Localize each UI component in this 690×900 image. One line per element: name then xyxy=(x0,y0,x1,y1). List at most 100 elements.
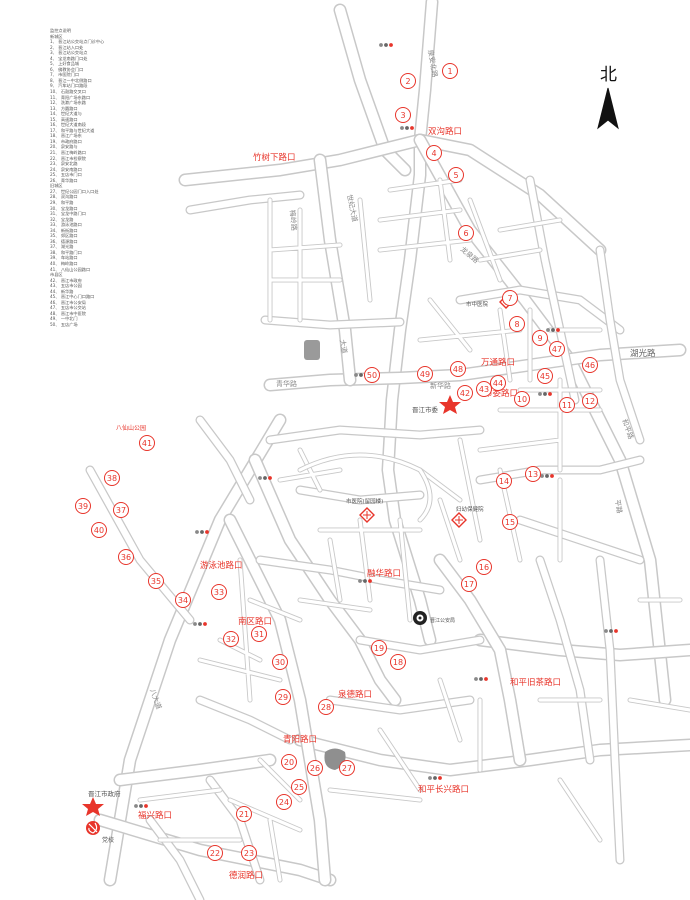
label-nanqu: 南区路口 xyxy=(238,616,272,627)
marker-40[interactable]: 40 xyxy=(91,522,107,538)
marker-circle xyxy=(496,473,512,489)
marker-36[interactable]: 36 xyxy=(118,549,134,565)
marker-18[interactable]: 18 xyxy=(390,654,406,670)
marker-42[interactable]: 42 xyxy=(457,385,473,401)
marker-2[interactable]: 2 xyxy=(400,73,416,89)
marker-22[interactable]: 22 xyxy=(207,845,223,861)
marker-1[interactable]: 1 xyxy=(442,63,458,79)
marker-27[interactable]: 27 xyxy=(339,760,355,776)
marker-21[interactable]: 21 xyxy=(236,806,252,822)
marker-34[interactable]: 34 xyxy=(175,592,191,608)
marker-number: 32 xyxy=(226,635,236,644)
marker-16[interactable]: 16 xyxy=(476,559,492,575)
intersection-labels: 竹树下路口 双沟路口 万通路口 市委路口 湖光路 游泳池路口 南区路口 融华路口… xyxy=(116,126,656,881)
marker-number: 26 xyxy=(310,764,320,773)
marker-number: 48 xyxy=(453,365,463,374)
marker-number: 46 xyxy=(585,361,595,370)
marker-19[interactable]: 19 xyxy=(371,640,387,656)
marker-number: 28 xyxy=(321,703,331,712)
marker-11[interactable]: 11 xyxy=(559,397,575,413)
marker-48[interactable]: 48 xyxy=(450,361,466,377)
marker-38[interactable]: 38 xyxy=(104,470,120,486)
marker-32[interactable]: 32 xyxy=(223,631,239,647)
label-derun: 德润路口 xyxy=(229,870,263,881)
marker-35[interactable]: 35 xyxy=(148,573,164,589)
marker-49[interactable]: 49 xyxy=(417,366,433,382)
marker-25[interactable]: 25 xyxy=(291,779,307,795)
marker-39[interactable]: 39 xyxy=(75,498,91,514)
marker-13[interactable]: 13 xyxy=(525,466,541,482)
road-name-xinhua: 新华路 xyxy=(430,381,451,390)
road-name-qinghua: 青华路 xyxy=(276,379,297,388)
legend-item: 13、 方圆路口 xyxy=(50,105,78,111)
marker-10[interactable]: 10 xyxy=(514,391,530,407)
marker-28[interactable]: 28 xyxy=(318,699,334,715)
marker-circle xyxy=(371,640,387,656)
marker-33[interactable]: 33 xyxy=(211,584,227,600)
legend-item: 14、 世纪大道与 xyxy=(50,111,82,117)
marker-circle xyxy=(236,806,252,822)
marker-15[interactable]: 15 xyxy=(502,514,518,530)
legend-item: 新城区 xyxy=(50,33,63,39)
marker-29[interactable]: 29 xyxy=(275,689,291,705)
marker-50[interactable]: 50 xyxy=(364,367,380,383)
marker-9[interactable]: 9 xyxy=(532,330,548,346)
marker-12[interactable]: 12 xyxy=(582,393,598,409)
marker-6[interactable]: 6 xyxy=(458,225,474,241)
legend-item: 21、 晋江梅岭路口 xyxy=(50,150,86,156)
marker-number: 35 xyxy=(151,577,161,586)
marker-44[interactable]: 44 xyxy=(490,375,506,391)
marker-number: 17 xyxy=(464,580,474,589)
marker-17[interactable]: 17 xyxy=(461,576,477,592)
marker-45[interactable]: 45 xyxy=(537,368,553,384)
marker-46[interactable]: 46 xyxy=(582,357,598,373)
camera-icon xyxy=(604,629,618,633)
mid-roads xyxy=(85,175,645,900)
marker-circle xyxy=(104,470,120,486)
marker-23[interactable]: 23 xyxy=(241,845,257,861)
legend-item: 31、 宝龙中路门口 xyxy=(50,211,86,217)
marker-number: 37 xyxy=(116,506,126,515)
marker-8[interactable]: 8 xyxy=(509,316,525,332)
legend-item: 旧城区 xyxy=(50,183,63,189)
marker-number: 15 xyxy=(505,518,515,527)
legend-item: 32、 宝龙路 xyxy=(50,216,74,222)
marker-31[interactable]: 31 xyxy=(251,626,267,642)
marker-4[interactable]: 4 xyxy=(426,145,442,161)
marker-number: 12 xyxy=(585,397,595,406)
marker-circle xyxy=(525,466,541,482)
marker-number: 30 xyxy=(275,658,285,667)
marker-41[interactable]: 41 xyxy=(139,435,155,451)
marker-circle xyxy=(448,167,464,183)
marker-circle xyxy=(426,145,442,161)
legend-item: 23、 泉安北路 xyxy=(50,161,78,167)
legend-item: 8、 晋江一中北侧路口 xyxy=(50,77,92,83)
camera-icon xyxy=(193,622,207,626)
marker-circle xyxy=(281,754,297,770)
marker-circle xyxy=(318,699,334,715)
marker-number: 18 xyxy=(393,658,403,667)
marker-5[interactable]: 5 xyxy=(448,167,464,183)
legend-item: 38、 和平路门口 xyxy=(50,249,82,255)
marker-26[interactable]: 26 xyxy=(307,760,323,776)
marker-24[interactable]: 24 xyxy=(276,794,292,810)
legend-item: 25、 五店市门口 xyxy=(50,172,82,178)
marker-37[interactable]: 37 xyxy=(113,502,129,518)
label-youyongchi: 游泳池路口 xyxy=(200,560,243,571)
marker-7[interactable]: 7 xyxy=(502,290,518,306)
marker-3[interactable]: 3 xyxy=(395,107,411,123)
marker-43[interactable]: 43 xyxy=(476,381,492,397)
road-name-shiji: 世纪大道 xyxy=(345,194,360,223)
marker-30[interactable]: 30 xyxy=(272,654,288,670)
marker-number: 16 xyxy=(479,563,489,572)
legend-item: 15、 高速路口 xyxy=(50,116,78,122)
legend-item: 46、 晋江市公安局 xyxy=(50,299,86,305)
marker-20[interactable]: 20 xyxy=(281,754,297,770)
road-name-ping: 平路 xyxy=(613,499,624,514)
marker-47[interactable]: 47 xyxy=(549,341,565,357)
marker-14[interactable]: 14 xyxy=(496,473,512,489)
marker-number: 31 xyxy=(254,630,264,639)
legend-item: 40、 梅岭路口 xyxy=(50,260,78,266)
marker-number: 24 xyxy=(279,798,289,807)
legend-item: 20、 泉安路与 xyxy=(50,144,78,150)
